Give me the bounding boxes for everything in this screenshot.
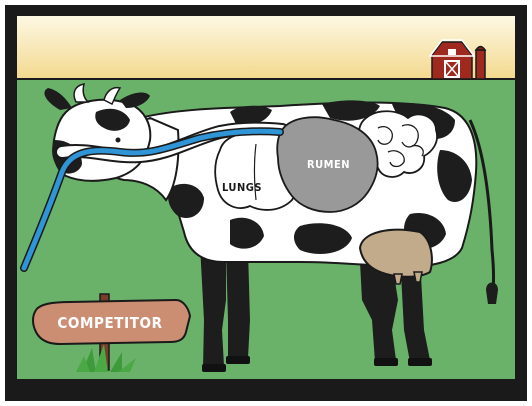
udder-teat [414,272,422,282]
silo-icon [476,47,485,80]
lungs-label: LUNGS [222,181,262,194]
cow-hoof [226,356,250,364]
cow-hoof [202,364,226,372]
cow-hoof [374,358,398,366]
cow-tail-tuft [486,283,498,305]
sign-label: COMPETITOR [57,314,162,332]
cow-front-leg-far [226,250,250,360]
rumen-label: RUMEN [307,158,350,171]
cow-eye [116,138,121,143]
udder-teat [394,274,402,284]
cow-front-leg-near [200,245,226,368]
cow-hoof [408,358,432,366]
